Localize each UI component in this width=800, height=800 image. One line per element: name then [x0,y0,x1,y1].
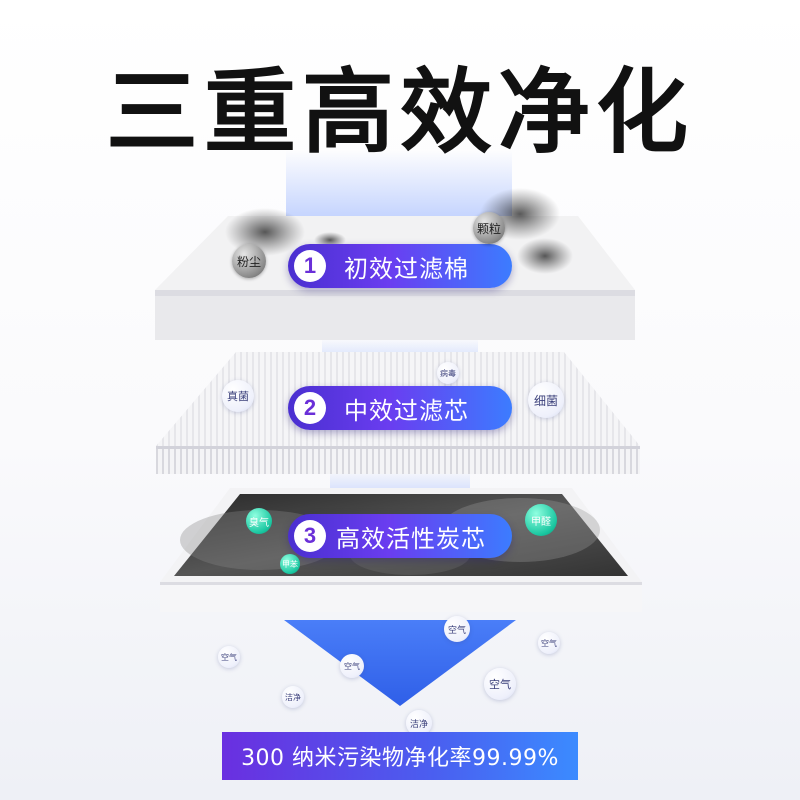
layer1-number: 1 [294,250,326,282]
fungus-particle: 真菌 [222,380,254,412]
layer2-pleated-filter [156,352,640,474]
granule-particle: 颗粒 [473,212,505,244]
clean-air-bubble: 空气 [444,616,470,642]
layer2-number: 2 [294,392,326,424]
layer3-label-pill: 3 高效活性炭芯 [288,514,512,558]
layer3-name: 高效活性炭芯 [336,524,486,553]
layer2-label-pill: 2 中效过滤芯 [288,386,512,430]
clean-air-bubble: 空气 [484,668,516,700]
layer2-name: 中效过滤芯 [344,396,469,425]
bacteria-particle: 细菌 [528,382,564,418]
clean-air-bubble: 洁净 [406,710,432,736]
dust-particle: 粉尘 [232,244,266,278]
purification-rate-banner: 300 纳米污染物净化率99.99% [222,732,578,780]
toluene-particle: 甲苯 [280,554,300,574]
clean-air-bubble: 空气 [218,646,240,668]
down-arrow-icon [284,620,516,706]
clean-air-bubble: 空气 [340,654,364,678]
formaldehyde-particle: 甲醛 [525,504,557,536]
page-title: 三重高效净化 [105,59,694,166]
layer1-label-pill: 1 初效过滤棉 [288,244,512,288]
odor-particle: 臭气 [246,508,272,534]
virus-particle: 病毒 [437,362,459,384]
layer3-number: 3 [294,520,326,552]
clean-air-bubble: 洁净 [282,686,304,708]
layer1-name: 初效过滤棉 [344,254,469,283]
clean-air-bubble: 空气 [538,632,560,654]
